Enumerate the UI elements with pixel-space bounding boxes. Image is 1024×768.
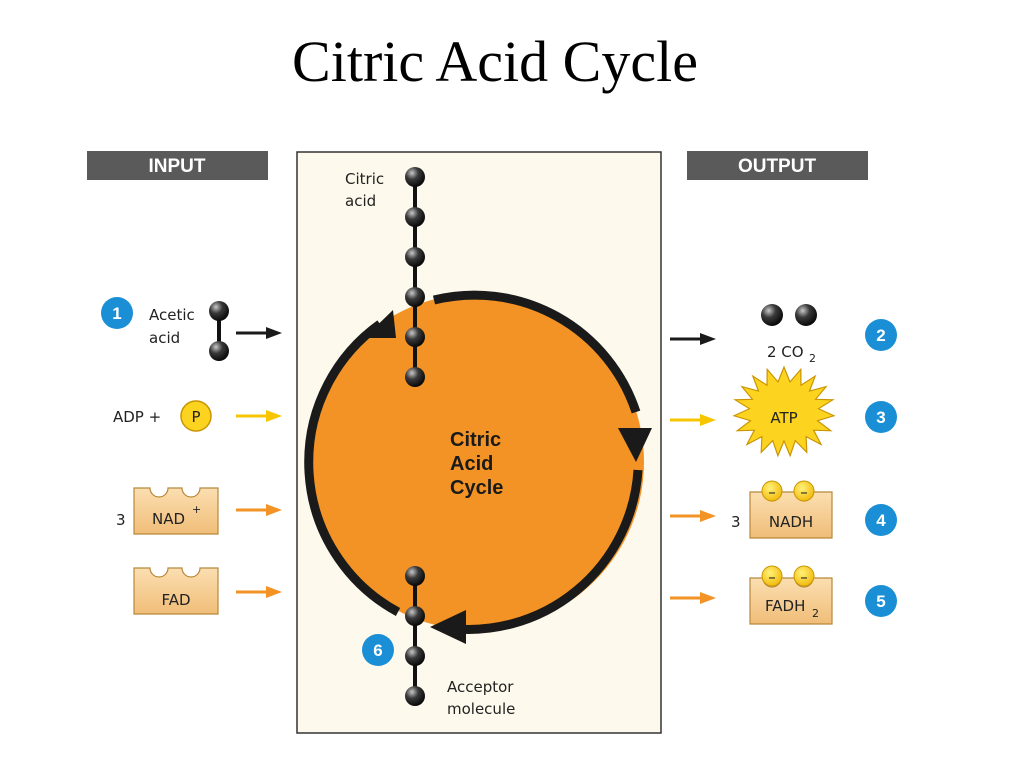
- fad-carrier: FAD: [133, 567, 219, 615]
- page-title: Citric Acid Cycle: [292, 29, 698, 94]
- cycle-circle: [308, 294, 644, 630]
- cycle-arrowhead-left: [364, 310, 396, 338]
- nadh-electron-1: –: [768, 483, 776, 501]
- atp-burst-icon: ATP: [732, 365, 836, 458]
- step-3-marker: 3: [865, 401, 897, 433]
- step-4-marker: 4: [865, 504, 897, 536]
- co2-subscript: 2: [809, 352, 816, 365]
- nadh-count: 3: [731, 513, 741, 531]
- cycle-arc-bottom-right: [445, 469, 643, 634]
- nadh-label: NADH: [769, 513, 813, 531]
- step-2-number: 2: [876, 326, 885, 345]
- fadh2-label: FADH: [765, 597, 805, 615]
- input-header: INPUT: [87, 151, 268, 180]
- acetic-acid-label-line1: Acetic: [149, 306, 195, 324]
- co2-arrow: [670, 333, 716, 345]
- acetic-acid-molecule: [209, 301, 229, 361]
- cycle-arrowhead-right: [618, 428, 652, 462]
- fadh2-carrier: FADH 2: [749, 577, 833, 625]
- citric-acid-label-line2: acid: [345, 192, 376, 210]
- step-3-number: 3: [876, 408, 885, 427]
- cycle-arc-left: [304, 320, 401, 616]
- fadh2-subscript: 2: [812, 607, 819, 620]
- nad-superscript: +: [192, 503, 201, 516]
- fadh2-electron-2: –: [800, 568, 808, 586]
- adp-label: ADP +: [113, 408, 161, 426]
- output-header-label: OUTPUT: [738, 156, 817, 177]
- nad-carrier: NAD +: [133, 487, 219, 535]
- nadh-arrow: [670, 510, 716, 522]
- citric-acid-label-line1: Citric: [345, 170, 384, 188]
- acceptor-label-line1: Acceptor: [447, 678, 514, 696]
- step-6-number: 6: [373, 641, 382, 660]
- cycle-arrowhead-bottom: [430, 610, 466, 644]
- step-4-number: 4: [876, 511, 886, 530]
- nad-label: NAD: [152, 510, 185, 528]
- phosphate-label: P: [191, 408, 200, 426]
- cycle-center-label-line2: Acid: [450, 453, 493, 475]
- input-header-label: INPUT: [149, 156, 206, 177]
- nadh-electron-icons: – –: [761, 480, 815, 502]
- atp-label: ATP: [770, 409, 797, 427]
- fadh2-arrow: [670, 592, 716, 604]
- cycle-center-label-line1: Citric: [450, 429, 501, 451]
- acetic-acid-arrow: [236, 327, 282, 339]
- output-header: OUTPUT: [687, 151, 868, 180]
- cycle-arc-top-right: [432, 290, 641, 414]
- adp-arrow: [236, 410, 282, 422]
- nadh-electron-2: –: [800, 483, 808, 501]
- fad-arrow: [236, 586, 282, 598]
- fadh2-electron-1: –: [768, 568, 776, 586]
- acceptor-molecule: [405, 566, 425, 706]
- fadh2-electron-icons: – –: [761, 565, 815, 587]
- atp-arrow: [670, 414, 716, 426]
- cycle-center-label-line3: Cycle: [450, 477, 503, 499]
- acceptor-label-line2: molecule: [447, 700, 515, 718]
- nad-arrow: [236, 504, 282, 516]
- acetic-acid-label-line2: acid: [149, 329, 180, 347]
- step-1-number: 1: [112, 304, 121, 323]
- nad-count: 3: [116, 511, 126, 529]
- co2-molecules: [761, 304, 817, 326]
- step-5-number: 5: [876, 592, 885, 611]
- step-6-marker: 6: [362, 634, 394, 666]
- nadh-carrier: NADH: [749, 491, 833, 539]
- step-5-marker: 5: [865, 585, 897, 617]
- step-1-marker: 1: [101, 297, 133, 329]
- fad-label: FAD: [161, 591, 190, 609]
- phosphate-icon: P: [180, 400, 212, 432]
- citric-acid-molecule: [405, 167, 425, 387]
- cycle-arrows: [304, 290, 643, 634]
- step-2-marker: 2: [865, 319, 897, 351]
- co2-label: 2 CO: [767, 343, 804, 361]
